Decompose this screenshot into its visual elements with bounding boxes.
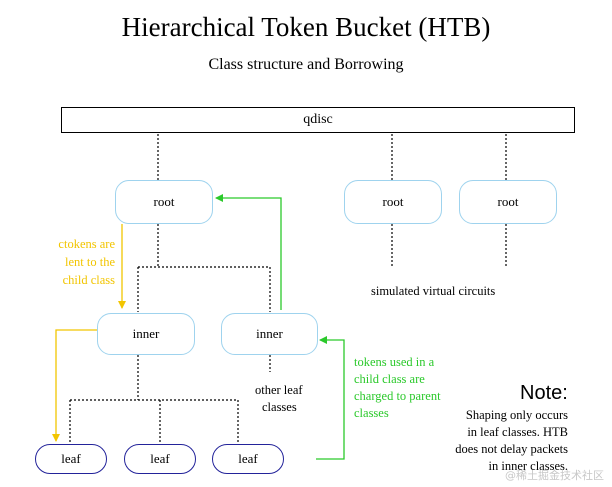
line-root-inner bbox=[137, 224, 271, 312]
other-leaf-label-2: classes bbox=[262, 400, 297, 414]
qdisc-box: qdisc bbox=[61, 107, 575, 133]
root-class-main: root bbox=[115, 180, 213, 224]
diagram-title: Hierarchical Token Bucket (HTB) bbox=[121, 12, 491, 42]
line-inner-leaves bbox=[69, 355, 239, 443]
inner-class-left: inner bbox=[97, 313, 195, 355]
note-line-1: Shaping only occurs bbox=[465, 408, 568, 422]
other-leaf-label-1: other leaf bbox=[255, 383, 303, 397]
charge-annotation-2: child class are bbox=[354, 372, 425, 386]
charge-arrow-leaf-inner bbox=[316, 336, 345, 460]
leaf-class-1: leaf bbox=[35, 444, 107, 474]
root-class-2: root bbox=[344, 180, 442, 224]
lend-annotation-1: ctokens are bbox=[58, 237, 115, 251]
simulated-circuits-label: simulated virtual circuits bbox=[371, 284, 496, 298]
charge-annotation-1: tokens used in a bbox=[354, 355, 435, 369]
lend-annotation-2: lent to the bbox=[65, 255, 115, 269]
charge-annotation-3: charged to parent bbox=[354, 389, 441, 403]
lend-arrow-inner-leaf bbox=[52, 329, 100, 442]
note-title: Note: bbox=[520, 382, 568, 404]
note-line-4: in inner classes. bbox=[488, 459, 569, 473]
root-class-3: root bbox=[459, 180, 557, 224]
note-line-3: does not delay packets bbox=[455, 442, 568, 456]
charge-arrow-inner-root bbox=[215, 194, 282, 310]
note-line-2: in leaf classes. HTB bbox=[467, 425, 568, 439]
lend-annotation-3: child class bbox=[62, 273, 115, 287]
watermark: @稀土掘金技术社区 bbox=[505, 469, 604, 482]
leaf-class-3: leaf bbox=[212, 444, 284, 474]
leaf-class-2: leaf bbox=[124, 444, 196, 474]
charge-annotation-4: classes bbox=[354, 406, 389, 420]
inner-class-right: inner bbox=[221, 313, 318, 355]
diagram-subtitle: Class structure and Borrowing bbox=[208, 56, 404, 73]
